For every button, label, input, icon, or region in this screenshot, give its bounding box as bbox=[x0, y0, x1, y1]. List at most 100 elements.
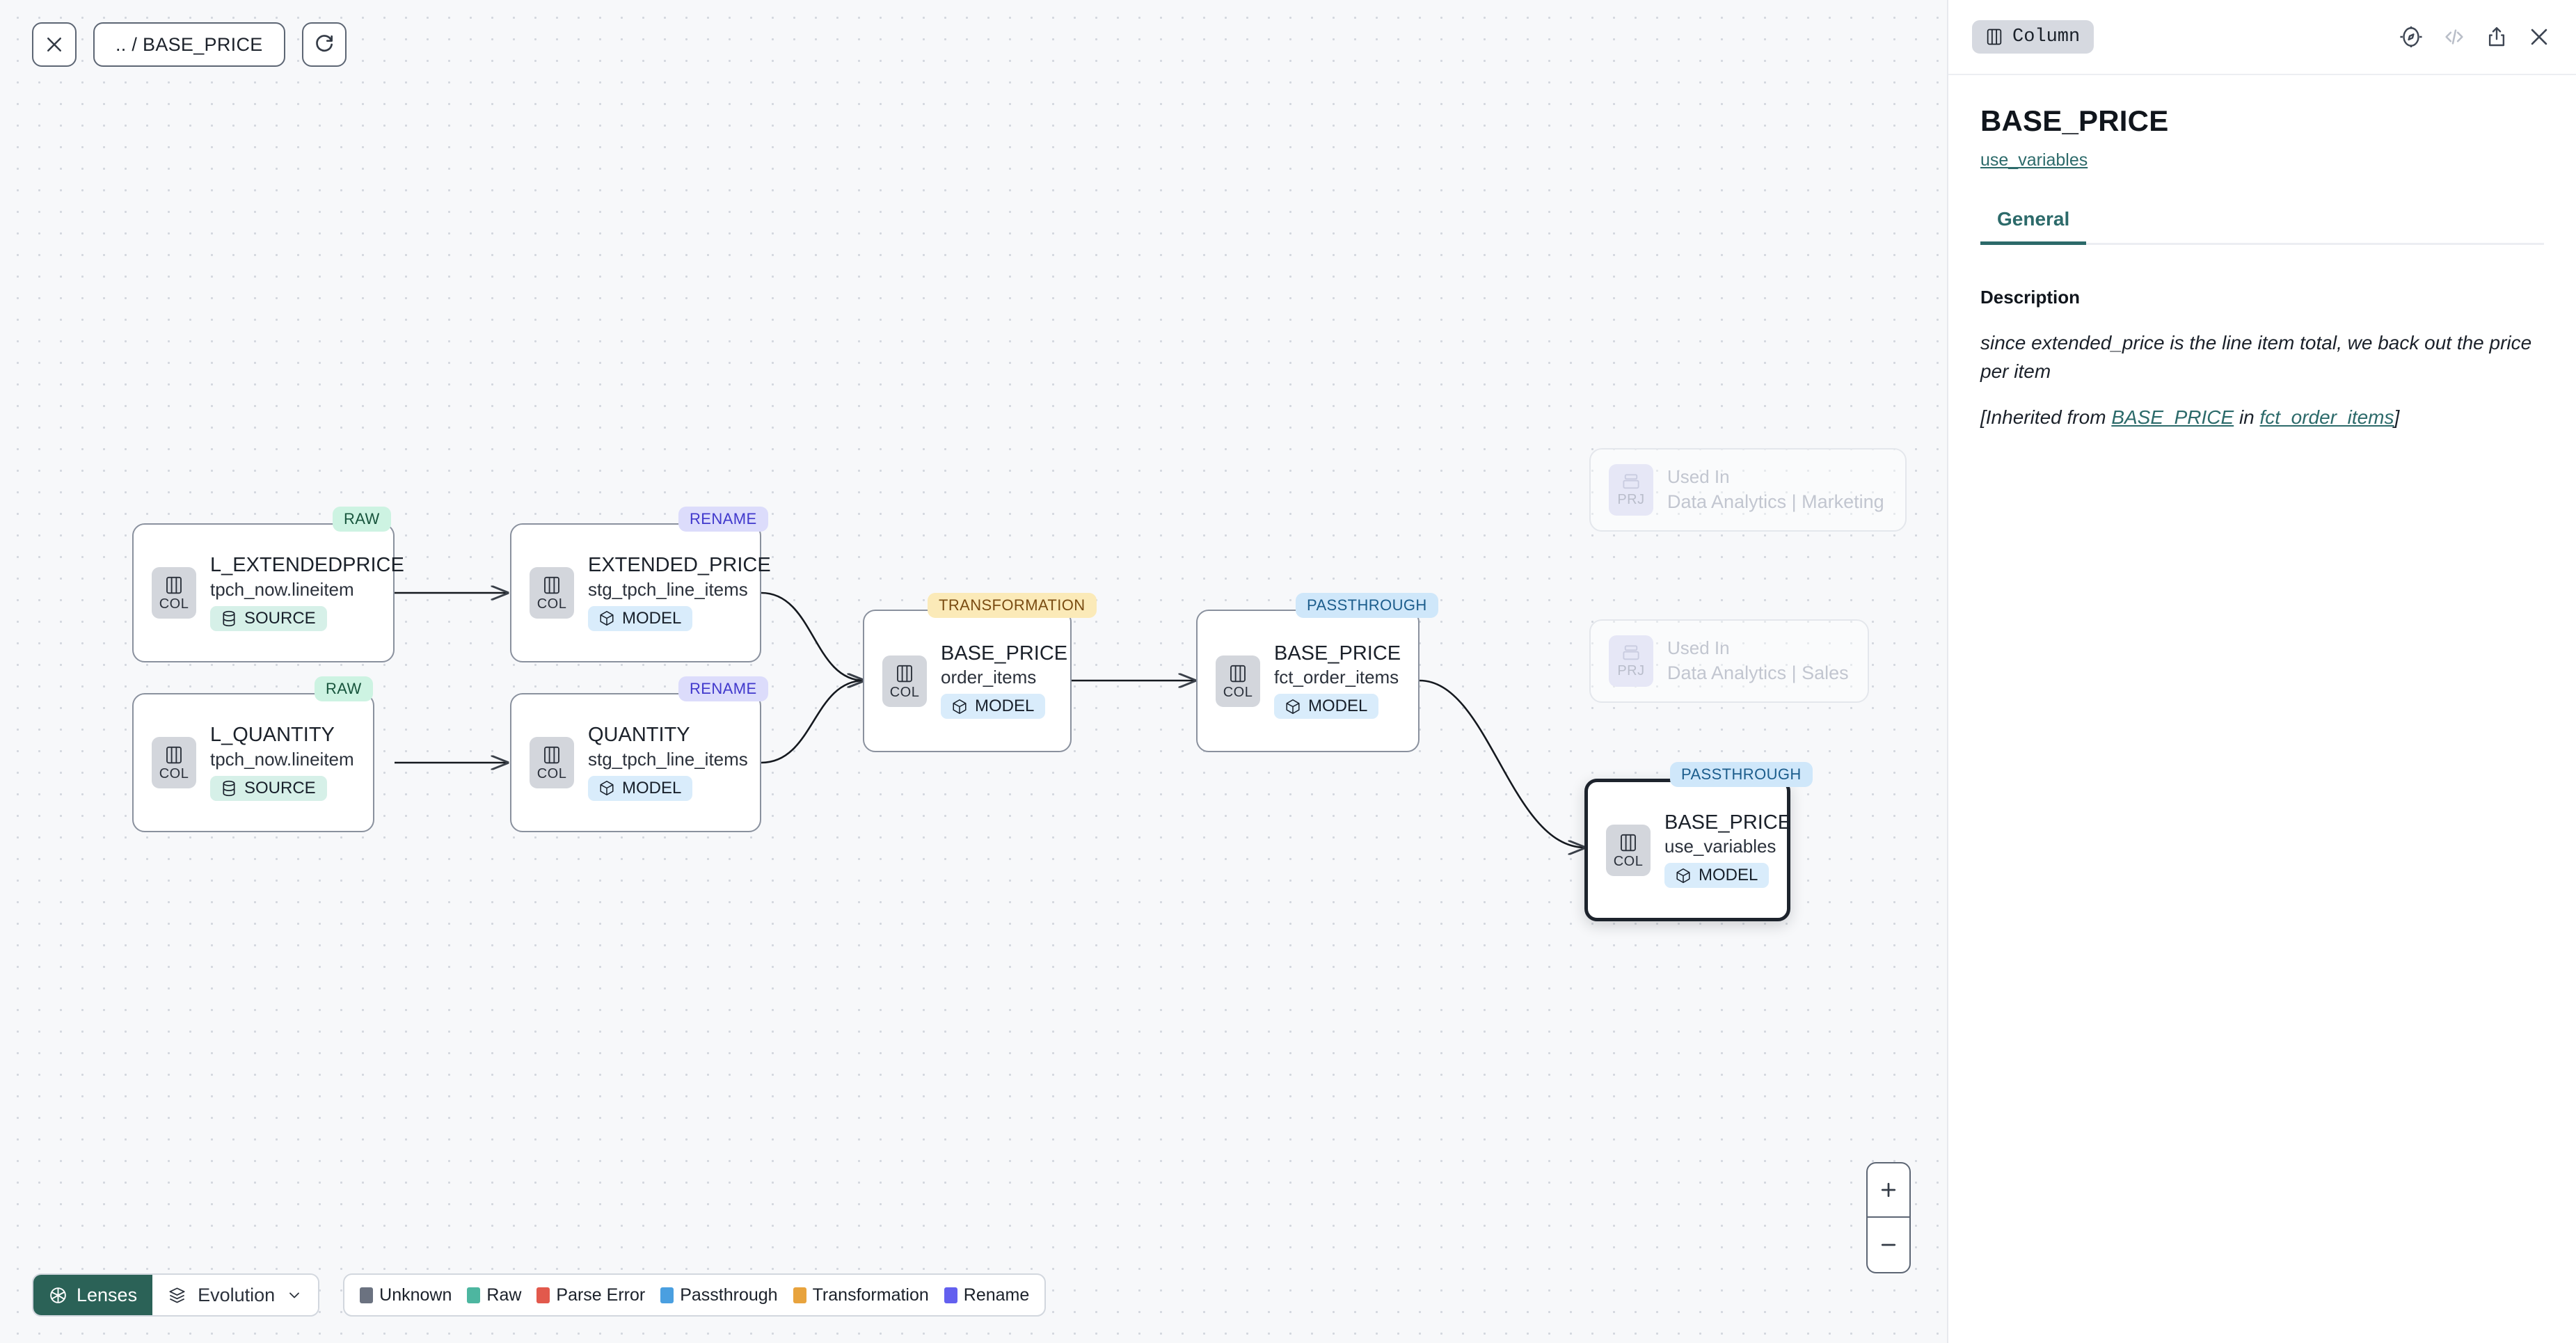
column-glyph-icon bbox=[544, 746, 559, 764]
node-title: BASE_PRICE bbox=[1274, 642, 1401, 665]
ghost-node-used-in-marketing[interactable]: PRJ Used In Data Analytics | Marketing bbox=[1589, 448, 1907, 532]
database-icon bbox=[223, 610, 235, 627]
column-glyph-icon bbox=[166, 746, 182, 764]
node-chip-model: MODEL bbox=[1274, 694, 1379, 720]
legend-item: Parse Error bbox=[536, 1285, 645, 1305]
legend-label: Transformation bbox=[812, 1285, 929, 1305]
legend-swatch-transformation bbox=[793, 1287, 806, 1303]
ghost-icon-tag: PRJ bbox=[1617, 492, 1645, 507]
close-button[interactable] bbox=[32, 22, 77, 67]
legend-item: Raw bbox=[467, 1285, 521, 1305]
tab-general[interactable]: General bbox=[1980, 208, 2087, 245]
page-title: BASE_PRICE bbox=[1980, 104, 2169, 137]
legend-swatch-passthrough bbox=[660, 1287, 674, 1303]
node-chip-label: MODEL bbox=[1699, 866, 1758, 885]
project-icon: PRJ bbox=[1609, 464, 1653, 516]
zoom-in-button[interactable] bbox=[1868, 1163, 1909, 1218]
node-chip-model: MODEL bbox=[1664, 863, 1770, 889]
view-code-button[interactable] bbox=[2442, 25, 2466, 49]
legend-item: Passthrough bbox=[660, 1285, 778, 1305]
close-panel-button[interactable] bbox=[2527, 25, 2551, 49]
explore-button[interactable] bbox=[2399, 25, 2423, 49]
refresh-icon bbox=[315, 35, 333, 52]
minus-icon bbox=[1881, 1243, 1896, 1246]
node-chip-label: SOURCE bbox=[244, 608, 316, 628]
inherited-note: [Inherited from BASE_PRICE in fct_order_… bbox=[1980, 404, 2544, 432]
node-title: EXTENDED_PRICE bbox=[588, 554, 771, 577]
node-chip-label: MODEL bbox=[1308, 697, 1368, 716]
cube-icon bbox=[600, 781, 614, 796]
legend-item: Transformation bbox=[793, 1285, 929, 1305]
node-subtitle: tpch_now.lineitem bbox=[210, 578, 354, 600]
refresh-button[interactable] bbox=[301, 22, 347, 67]
details-panel-header: Column bbox=[1948, 0, 2576, 75]
column-icon: COL bbox=[882, 655, 927, 707]
close-icon bbox=[2531, 29, 2547, 45]
node-badge-rename: RENAME bbox=[678, 676, 768, 701]
panel-header-actions bbox=[2399, 25, 2551, 49]
node-icon-tag: COL bbox=[536, 766, 567, 781]
breadcrumb[interactable]: .. / BASE_PRICE bbox=[93, 22, 285, 67]
node-icon-tag: COL bbox=[1223, 684, 1253, 700]
canvas-bottom-bar: Lenses Evolution Unknown Raw Parse Error… bbox=[32, 1273, 1047, 1317]
inherited-prefix: [Inherited from bbox=[1980, 406, 2112, 429]
inherited-column-link[interactable]: BASE_PRICE bbox=[2111, 406, 2234, 429]
lineage-node-l-extendedprice[interactable]: COL L_EXTENDEDPRICE tpch_now.lineitem SO… bbox=[132, 523, 404, 662]
lineage-node-quantity[interactable]: COL QUANTITY stg_tpch_line_items MODEL bbox=[510, 693, 761, 832]
node-icon-tag: COL bbox=[159, 596, 189, 612]
node-subtitle: fct_order_items bbox=[1274, 667, 1399, 688]
stack-icon bbox=[1623, 474, 1639, 489]
node-chip-label: MODEL bbox=[622, 778, 682, 797]
column-glyph-icon bbox=[897, 665, 912, 682]
node-chip-source: SOURCE bbox=[210, 775, 327, 801]
inherited-model-link[interactable]: fct_order_items bbox=[2259, 406, 2394, 429]
details-panel-body: BASE_PRICE use_variables General Descrip… bbox=[1948, 75, 2576, 432]
zoom-out-button[interactable] bbox=[1868, 1218, 1909, 1272]
column-icon: COL bbox=[152, 567, 196, 619]
node-title: BASE_PRICE bbox=[1664, 811, 1792, 834]
model-link[interactable]: use_variables bbox=[1980, 150, 2088, 170]
node-subtitle: use_variables bbox=[1664, 836, 1776, 857]
chevron-down-icon bbox=[289, 1292, 300, 1298]
details-panel: Column bbox=[1947, 0, 2576, 1343]
evolution-label: Evolution bbox=[198, 1284, 276, 1305]
column-glyph-icon bbox=[1230, 665, 1246, 682]
lineage-canvas[interactable]: .. / BASE_PRICE PRJ Used In Data Analyti… bbox=[0, 0, 1947, 1343]
node-chip-model: MODEL bbox=[941, 694, 1046, 720]
ghost-node-used-in-sales[interactable]: PRJ Used In Data Analytics | Sales bbox=[1589, 619, 1869, 703]
node-badge-passthrough: PASSTHROUGH bbox=[1670, 762, 1813, 787]
lineage-node-l-quantity[interactable]: COL L_QUANTITY tpch_now.lineitem SOURCE bbox=[132, 693, 374, 832]
legend-label: Unknown bbox=[379, 1285, 452, 1305]
lineage-node-extended-price[interactable]: COL EXTENDED_PRICE stg_tpch_line_items M… bbox=[510, 523, 771, 662]
node-badge-rename: RENAME bbox=[678, 507, 768, 532]
lineage-node-base-price-use-variables[interactable]: COL BASE_PRICE use_variables MODEL bbox=[1584, 779, 1792, 921]
node-badge-raw: RAW bbox=[315, 676, 373, 701]
entity-kind-badge: Column bbox=[1972, 20, 2094, 54]
node-badge-passthrough: PASSTHROUGH bbox=[1296, 593, 1438, 618]
node-title: QUANTITY bbox=[588, 724, 690, 747]
legend-label: Passthrough bbox=[680, 1285, 778, 1305]
compass-icon bbox=[2400, 26, 2422, 48]
node-chip-label: MODEL bbox=[975, 697, 1035, 716]
legend-label: Raw bbox=[486, 1285, 522, 1305]
lenses-control-group: Lenses Evolution bbox=[32, 1273, 320, 1317]
node-subtitle: stg_tpch_line_items bbox=[588, 578, 748, 600]
share-button[interactable] bbox=[2486, 25, 2508, 49]
node-icon-tag: COL bbox=[889, 684, 920, 700]
node-subtitle: tpch_now.lineitem bbox=[210, 748, 354, 770]
column-glyph-icon bbox=[1987, 29, 2002, 45]
lineage-node-base-price-fct-order-items[interactable]: COL BASE_PRICE fct_order_items MODEL bbox=[1196, 610, 1420, 752]
node-chip-label: SOURCE bbox=[244, 778, 316, 797]
legend-swatch-rename bbox=[944, 1287, 957, 1303]
ghost-label-project: Data Analytics | Sales bbox=[1667, 662, 1849, 684]
node-chip-model: MODEL bbox=[588, 775, 693, 801]
evolution-dropdown[interactable]: Evolution bbox=[152, 1275, 319, 1315]
legend-label: Parse Error bbox=[556, 1285, 646, 1305]
node-title: L_EXTENDEDPRICE bbox=[210, 554, 404, 577]
plus-icon bbox=[1881, 1182, 1896, 1198]
column-icon: COL bbox=[530, 567, 574, 619]
lineage-node-base-price-order-items[interactable]: COL BASE_PRICE order_items MODEL bbox=[863, 610, 1072, 752]
node-title: L_QUANTITY bbox=[210, 724, 335, 747]
ghost-icon-tag: PRJ bbox=[1617, 663, 1645, 678]
lenses-button[interactable]: Lenses bbox=[33, 1275, 153, 1315]
